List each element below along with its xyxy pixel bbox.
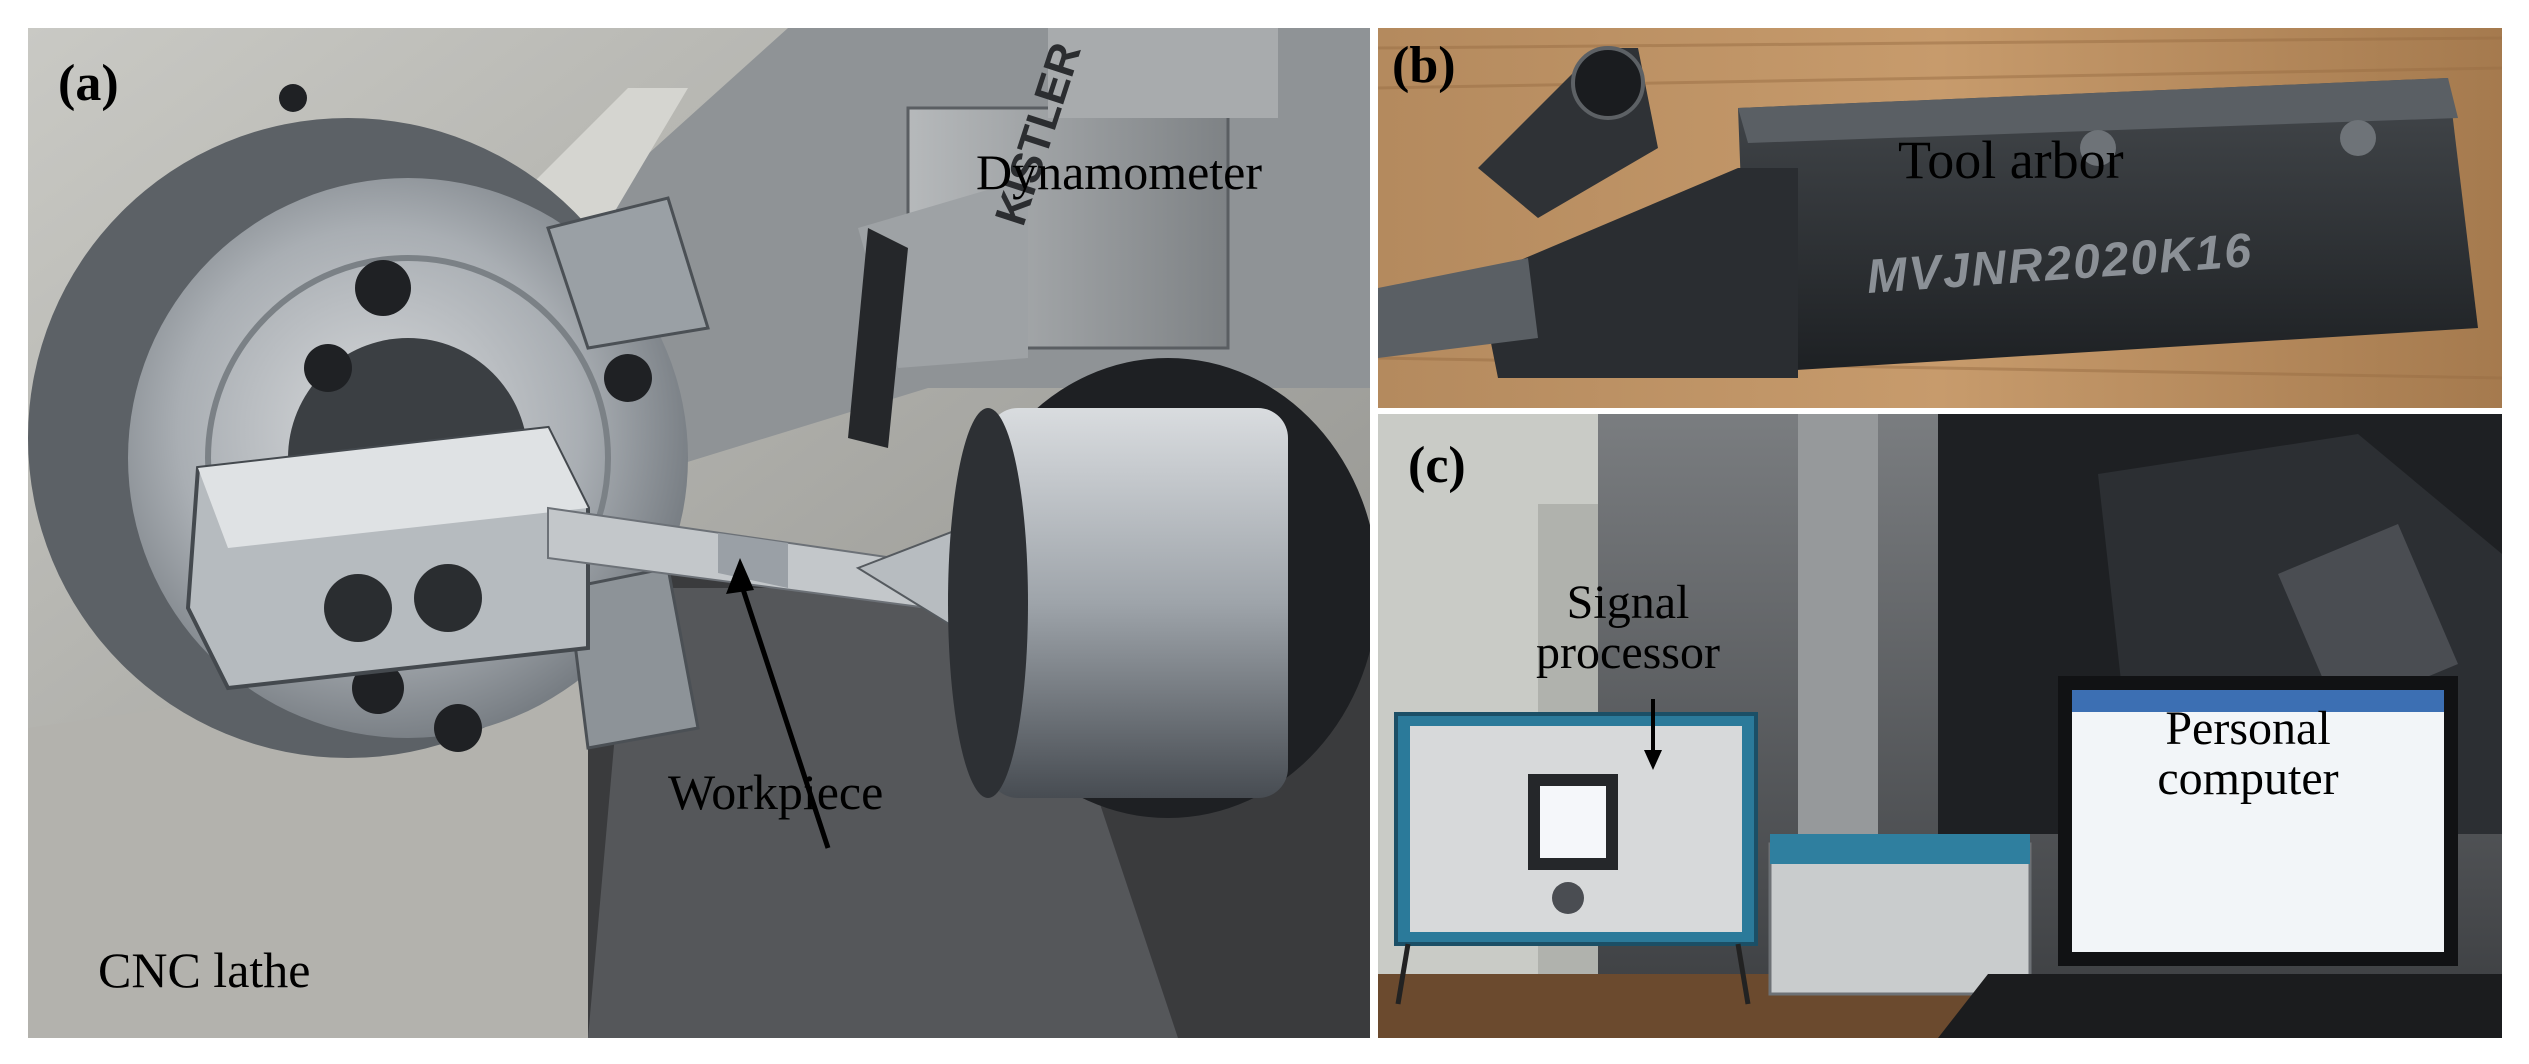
panel-a-photo: KISTLER (a [28,28,1370,1038]
personal-computer-label-line2: computer [2157,752,2339,806]
lab-setup-photo [1378,414,2502,1038]
tool-arbor-photo: MVJNR2020K16 [1378,28,2502,408]
panel-a-label: (a) [58,55,119,112]
cnc-lathe-photo: KISTLER [28,28,1370,1038]
signal-processor-label: Signal processor [1498,576,1758,680]
cnc-lathe-label: CNC lathe [98,942,311,998]
panel-b-label: (b) [1392,37,1456,94]
workpiece-arrow [737,579,831,849]
personal-computer-label: Personal computer [2078,702,2418,806]
tool-arbor-label: Tool arbor [1898,130,2124,190]
workpiece-label: Workpiece [668,764,884,820]
dynamometer-label: Dynamometer [976,144,1263,200]
signal-processor-arrow-head [1644,750,1662,770]
panel-c-photo: (c) Signal processor Personal computer [1378,414,2502,1038]
signal-processor-label-line2: processor [1536,626,1720,680]
panel-c-label: (c) [1408,437,1466,494]
signal-processor-label-line1: Signal [1566,576,1690,629]
panel-b-photo: MVJNR2020K16 (b) Tool arbor [1378,28,2502,408]
workpiece-arrow-head [726,558,754,594]
personal-computer-label-line1: Personal [2165,702,2331,755]
